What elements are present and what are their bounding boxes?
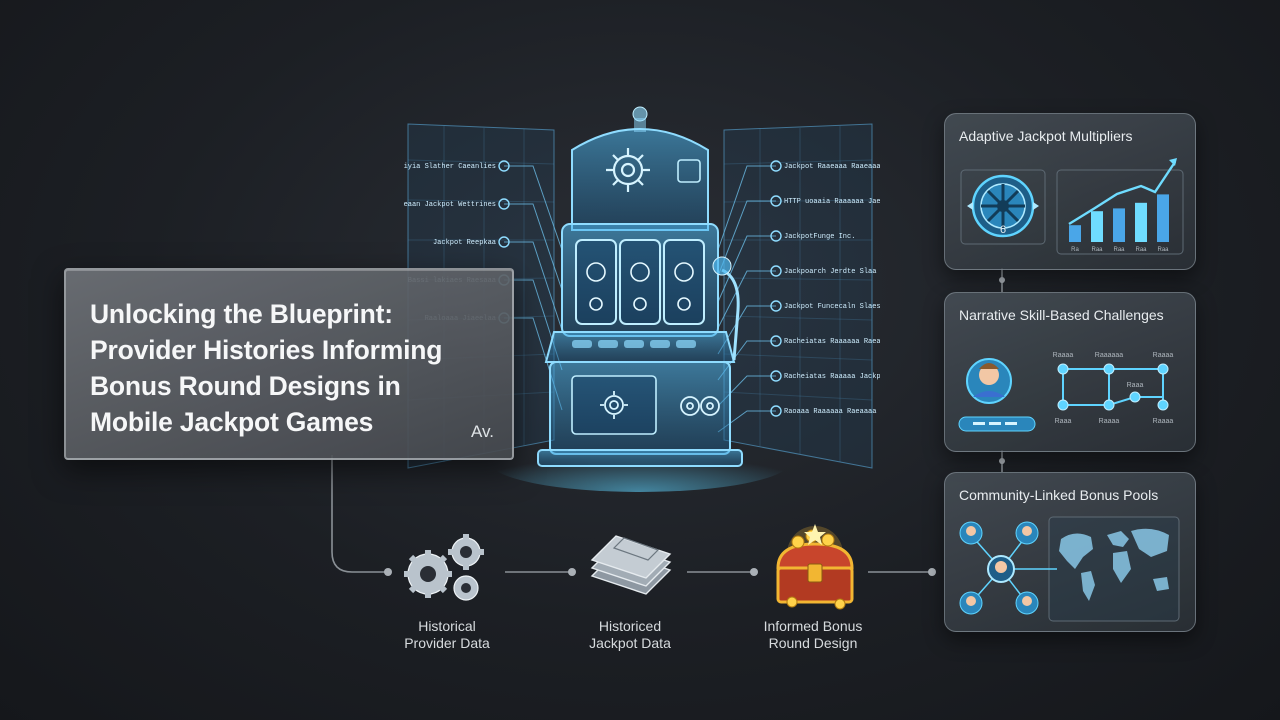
wheel-number: 6: [1000, 224, 1006, 236]
svg-text:Mangefiyia Slather Caeanlies: Mangefiyia Slather Caeanlies: [404, 163, 496, 171]
title-line-1: Unlocking the Blueprint:: [90, 299, 393, 329]
flow-step-1-line-1: Historical: [418, 618, 476, 634]
flow-step-1-line-2: Provider Data: [404, 635, 490, 651]
community-pools-panel: Community-Linked Bonus Pools: [944, 472, 1196, 632]
page-title: Unlocking the Blueprint: Provider Histor…: [90, 296, 500, 440]
treasure-chest-icon: [776, 524, 854, 610]
node-label: Raaaa: [1153, 418, 1174, 425]
node-label: Raaa: [1055, 418, 1072, 425]
hologram-left-label: Mangefiyia Slather Caeanlies: [404, 160, 563, 251]
gears-icon: [404, 534, 484, 601]
svg-text:JackpotFunge Inc.: JackpotFunge Inc.: [784, 233, 855, 241]
node-label: Raaa: [1127, 382, 1144, 389]
svg-text:Jackpot Raaeaaa Raaeaaa: Jackpot Raaeaaa Raaeaaa: [784, 163, 880, 171]
multiplier-bar: [1157, 194, 1169, 242]
hologram-right-label: Jackpoarch Jerdte Slaa: [717, 265, 876, 329]
bar-tick-label: Raa: [1135, 247, 1147, 253]
hologram-left-label: Jackpot Reepkaa: [433, 236, 563, 331]
svg-text:Jackpoarch Jerdte Slaa: Jackpoarch Jerdte Slaa: [784, 268, 876, 276]
multiplier-bar: [1135, 202, 1147, 242]
svg-text:Raoaaa Raaaaaa Raeaaaa Raeaaaa: Raoaaa Raaaaaa Raeaaaa Raeaaaa: [784, 408, 880, 416]
multiplier-bar: [1069, 225, 1081, 242]
hologram-right-label: Jackpot Raaeaaa Raaeaaa: [717, 160, 880, 251]
flow-step-3-line-2: Round Design: [768, 635, 858, 651]
svg-text:Raeaan Jackpot Wettrines: Raeaan Jackpot Wettrines: [404, 201, 496, 209]
community-avatars: [959, 521, 1039, 615]
panel-title-narrative: Narrative Skill-Based Challenges: [959, 307, 1164, 323]
flow-step-2-label: Historiced Jackpot Data: [555, 618, 705, 652]
title-line-2: Provider Histories Informing: [90, 335, 443, 365]
side-gears-icon: [680, 396, 720, 416]
multiplier-bar-chart: Ra Raa Raa Raa Raa: [1069, 194, 1169, 253]
narrative-challenges-panel: Narrative Skill-Based Challenges Raaaa R…: [944, 292, 1196, 452]
svg-text:Racheiatas Raaaaa Jackpot Slaa: Racheiatas Raaaaa Jackpot Slaaaaaa: [784, 373, 880, 381]
node-label: Raaaaaa: [1095, 352, 1124, 359]
node-label: Raaaa: [1153, 352, 1174, 359]
flow-step-3-label: Informed Bonus Round Design: [738, 618, 888, 652]
flow-step-1-label: Historical Provider Data: [372, 618, 522, 652]
community-links: [970, 534, 1057, 604]
multiplier-bar: [1091, 211, 1103, 242]
top-gear-icon: [606, 148, 650, 192]
flow-step-3-line-1: Informed Bonus: [763, 618, 863, 634]
challenge-nodes: [1057, 363, 1169, 411]
title-badge: Av.: [471, 422, 494, 441]
panel-title-community: Community-Linked Bonus Pools: [959, 487, 1159, 503]
flow-step-2-line-1: Historiced: [598, 618, 662, 634]
multiplier-bar: [1113, 208, 1125, 242]
player-avatar-icon: [966, 358, 1012, 404]
svg-text:Jackpot Funcecaln Slaesaa Raae: Jackpot Funcecaln Slaesaa Raaeaa: [784, 303, 880, 311]
svg-text:HTTP uoaaia Raaaaaa Jaeeeaaaa: HTTP uoaaia Raaaaaa Jaeeeaaaa: [784, 198, 880, 206]
flow-step-2-line-2: Jackpot Data: [589, 635, 671, 651]
data-tickets-icon: [590, 535, 672, 595]
hologram-left-label: Raeaan Jackpot Wettrines: [404, 198, 563, 291]
title-card: Unlocking the Blueprint: Provider Histor…: [64, 268, 514, 460]
lower-gear-icon: [600, 391, 628, 419]
hologram-right-label: JackpotFunge Inc.: [717, 230, 855, 303]
challenge-path-lines: [1062, 368, 1164, 406]
title-line-4: Mobile Jackpot Games: [90, 407, 374, 437]
panel-title-adaptive: Adaptive Jackpot Multipliers: [959, 128, 1133, 144]
slot-reels: [575, 239, 705, 325]
svg-text:Racheiatas Raaaaaa Raeaaaaa Ra: Racheiatas Raaaaaa Raeaaaaa Raeaaaa: [784, 338, 880, 346]
node-label: Raaaa: [1053, 352, 1074, 359]
jackpot-wheel-icon: [967, 174, 1039, 238]
bar-tick-label: Raa: [1157, 247, 1169, 253]
title-line-3: Bonus Round Designs in: [90, 371, 401, 401]
hologram-right-label: HTTP uoaaia Raaaaaa Jaeeeaaaa: [717, 195, 880, 277]
right-hologram-screen: [723, 123, 873, 469]
bar-tick-label: Raa: [1091, 247, 1103, 253]
svg-text:Jackpot Reepkaa: Jackpot Reepkaa: [433, 239, 496, 247]
bar-tick-label: Ra: [1071, 247, 1079, 253]
bar-tick-label: Raa: [1113, 247, 1125, 253]
world-map-icon: [1059, 528, 1169, 601]
node-label: Raaaa: [1099, 418, 1120, 425]
